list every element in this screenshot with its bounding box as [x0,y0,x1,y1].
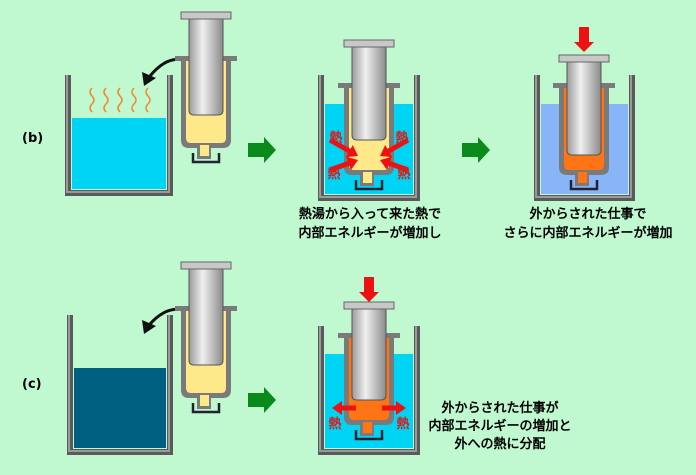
push-arrow-b [574,27,594,52]
heat-label: 熱 [395,130,408,146]
nozzle-cap [354,430,384,441]
label-c: (c) [22,377,42,392]
heat-arrow-in [329,156,358,173]
plunger-cap [180,11,232,20]
water [72,118,166,189]
heat-arrow-out [332,401,356,415]
arrow-shaft [386,160,409,173]
arrow-head [142,320,156,334]
plunger [566,61,602,156]
caption-c-step2-line3: 外への熱に分配 [453,436,545,452]
next-arrow-c [248,387,276,413]
nozzle-gas [200,395,209,406]
heat-label: 熱 [329,130,342,146]
steam-lines [89,87,151,113]
arrow-head [346,156,358,170]
nozzle-cap [354,180,384,191]
beaker-highlight [535,75,632,198]
caption-c-step2-line1: 外からされた仕事が [440,400,558,416]
arrow-curve [148,57,184,77]
heat-arrow-in [328,137,358,158]
heat-label: 熱 [327,166,340,182]
steam-wave [131,87,137,113]
heat-arrow-in [380,137,410,158]
plunger [188,268,224,366]
syringe-c-step2 [338,301,400,441]
syringe-c-initial [175,261,237,414]
arrow-head [142,72,156,86]
beaker-hot-water [65,75,173,196]
plunger [351,308,387,401]
next-arrow-b2 [462,137,490,163]
heat-label: 熱 [396,416,409,432]
heat-arrow-in [380,156,409,173]
beaker-highlight [66,75,170,193]
arrow-shaft [328,137,353,155]
beaker-highlight [68,315,170,452]
syringe-b-step3 [553,54,615,191]
beaker-cold-water [67,315,173,455]
steam-wave [103,87,109,113]
caption-b-step3-line2: さらに内部エネルギーが増加 [503,225,672,241]
arrow-head [345,144,358,158]
steam-wave [145,87,151,113]
plunger-cap [558,54,610,63]
caption-b-step2-line1: 熱湯から入って来た熱で [299,206,441,222]
steam-wave [89,87,95,113]
syringe-b-initial [175,11,237,164]
caption-b-step2-line2: 内部エネルギーが増加し [298,225,441,241]
nozzle-gas [363,422,372,433]
next-arrow-b1 [248,137,276,163]
arrow-shaft [329,160,352,173]
nozzle-gas [363,172,372,183]
nozzle-cap [191,153,221,164]
push-arrow-c [359,277,379,302]
syringe-b-step2 [338,39,400,191]
steam-wave [117,87,123,113]
plunger-cap [343,39,395,48]
heat-label: 熱 [397,166,410,182]
plunger [188,18,224,116]
insert-arrow-c [142,307,184,334]
arrow-head [396,401,406,415]
beaker-highlight [319,326,417,452]
nozzle-cap [569,180,599,191]
plunger-cap [343,301,395,310]
caption-c-step2-line2: 内部エネルギーの増加と [428,418,571,434]
plunger-cap [180,261,232,270]
nozzle-gas [200,145,209,156]
heat-label: 熱 [328,416,341,432]
nozzle-cap [191,403,221,414]
arrow-curve [148,307,184,326]
plunger [351,46,387,141]
arrow-head [380,156,392,170]
nozzle-gas [578,172,587,183]
water [74,368,166,448]
label-b: (b) [22,131,43,146]
arrow-head [332,401,342,415]
insert-arrow-b [142,57,184,86]
heat-arrow-out [382,401,406,415]
caption-b-step3-line1: 外からされた仕事で [528,206,646,222]
beaker-highlight [319,75,417,198]
arrow-head [380,144,393,158]
arrow-shaft [385,137,410,155]
